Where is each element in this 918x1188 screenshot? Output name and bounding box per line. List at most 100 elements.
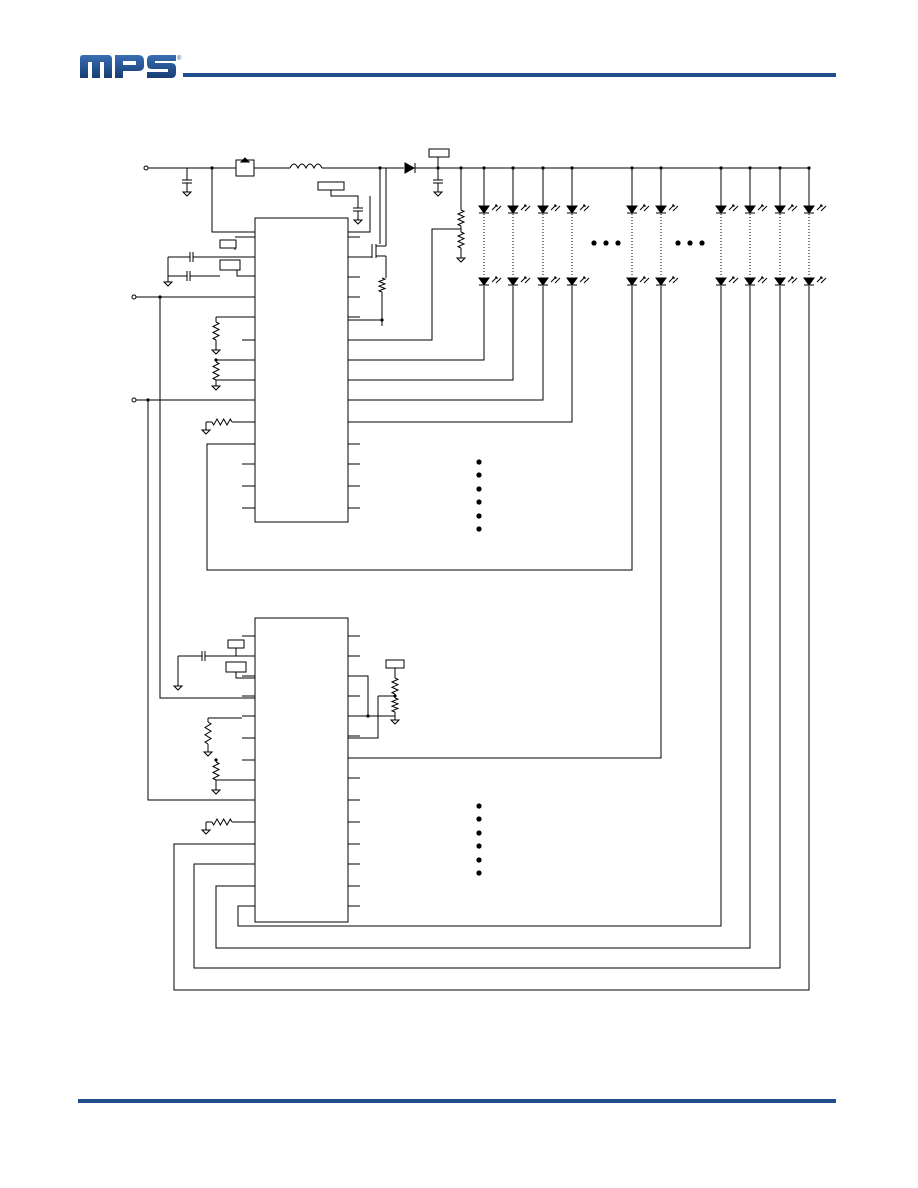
- resistor-icon: [390, 697, 400, 713]
- led-icon: [626, 277, 638, 286]
- label-box: [317, 181, 345, 191]
- led-icon: [803, 277, 815, 286]
- ground-icon: [202, 751, 214, 757]
- led-icon: [507, 277, 519, 286]
- dots-icon: [476, 499, 482, 505]
- light-arrow-icon: [520, 204, 531, 212]
- ground-icon: [181, 191, 193, 197]
- resistor-icon: [204, 721, 212, 745]
- junction-dot: [146, 398, 150, 402]
- logo-letter-p: [115, 55, 144, 78]
- light-arrow-icon: [728, 276, 739, 284]
- registered-mark: ®: [177, 55, 182, 62]
- wire: [348, 286, 544, 401]
- ic-u1: [254, 217, 349, 523]
- led-icon: [803, 205, 815, 214]
- led-icon: [655, 205, 667, 214]
- led-icon: [566, 205, 578, 214]
- wire: [237, 286, 722, 927]
- junction-dot: [570, 166, 574, 170]
- wire: [348, 286, 573, 423]
- led-icon: [655, 277, 667, 286]
- logo-letter-m: [80, 55, 112, 78]
- capacitor-icon: [201, 651, 206, 661]
- junction-dot: [778, 166, 782, 170]
- wire: [159, 297, 255, 699]
- junction-dot: [748, 166, 752, 170]
- light-arrow-icon: [579, 204, 590, 212]
- wire: [235, 672, 255, 679]
- led-icon: [744, 277, 756, 286]
- resistor-icon: [456, 209, 466, 227]
- junction-dot: [378, 166, 382, 170]
- light-arrow-icon: [668, 204, 679, 212]
- dots-icon: [476, 857, 482, 863]
- dots-icon: [476, 513, 482, 519]
- label-box: [225, 661, 247, 673]
- capacitor-icon: [433, 179, 443, 184]
- label-box: [227, 639, 245, 649]
- logo-letter-s: [147, 55, 176, 78]
- light-arrow-icon: [757, 276, 768, 284]
- capacitor-icon: [353, 207, 363, 212]
- led-icon: [626, 205, 638, 214]
- footer-rule: [78, 1099, 836, 1103]
- wire: [215, 286, 751, 949]
- label-box: [428, 148, 450, 158]
- light-arrow-icon: [757, 204, 768, 212]
- ground-icon: [162, 281, 174, 287]
- header-rule: [183, 73, 836, 77]
- light-arrow-icon: [491, 276, 502, 284]
- resistor-icon: [456, 231, 466, 249]
- capacitor-icon: [186, 271, 191, 281]
- terminal-node: [143, 165, 149, 171]
- led-icon: [774, 205, 786, 214]
- resistor-icon: [211, 817, 233, 827]
- wire: [193, 286, 781, 969]
- schematic-components: [131, 148, 827, 923]
- dots-icon: [675, 240, 681, 246]
- light-arrow-icon: [787, 204, 798, 212]
- mosfet-diode: [239, 157, 251, 163]
- light-arrow-icon: [668, 276, 679, 284]
- light-arrow-icon: [639, 276, 650, 284]
- ground-icon: [352, 219, 364, 225]
- label-box: [219, 239, 237, 249]
- dots-icon: [603, 240, 609, 246]
- led-icon: [478, 277, 490, 286]
- resistor-icon: [211, 361, 221, 381]
- light-arrow-icon: [639, 204, 650, 212]
- wire: [348, 696, 379, 739]
- inductor-icon: [289, 163, 323, 170]
- dots-icon: [591, 240, 597, 246]
- led-icon: [537, 277, 549, 286]
- led-icon: [715, 277, 727, 286]
- label-box: [219, 259, 241, 271]
- wire: [348, 286, 514, 381]
- ic-u2: [254, 617, 349, 923]
- junction-dot: [482, 166, 486, 170]
- led-icon: [566, 277, 578, 286]
- ground-icon: [210, 349, 222, 355]
- junction-dot: [459, 166, 463, 170]
- led-icon: [774, 277, 786, 286]
- light-arrow-icon: [787, 276, 798, 284]
- wire: [330, 190, 359, 208]
- wire: [348, 286, 662, 759]
- junction-dot: [366, 714, 370, 718]
- junction-dot: [659, 166, 663, 170]
- wire: [147, 400, 255, 801]
- junction-dot: [436, 166, 440, 170]
- ground-icon: [200, 829, 212, 835]
- junction-dot: [630, 166, 634, 170]
- wire: [236, 270, 255, 277]
- junction-dot: [511, 166, 515, 170]
- terminal-node: [131, 397, 137, 403]
- junction-dot: [158, 295, 162, 299]
- capacitor-icon: [182, 179, 192, 184]
- wire: [348, 228, 461, 341]
- dots-icon: [476, 816, 482, 822]
- light-arrow-icon: [816, 276, 827, 284]
- junction-dot: [214, 758, 218, 762]
